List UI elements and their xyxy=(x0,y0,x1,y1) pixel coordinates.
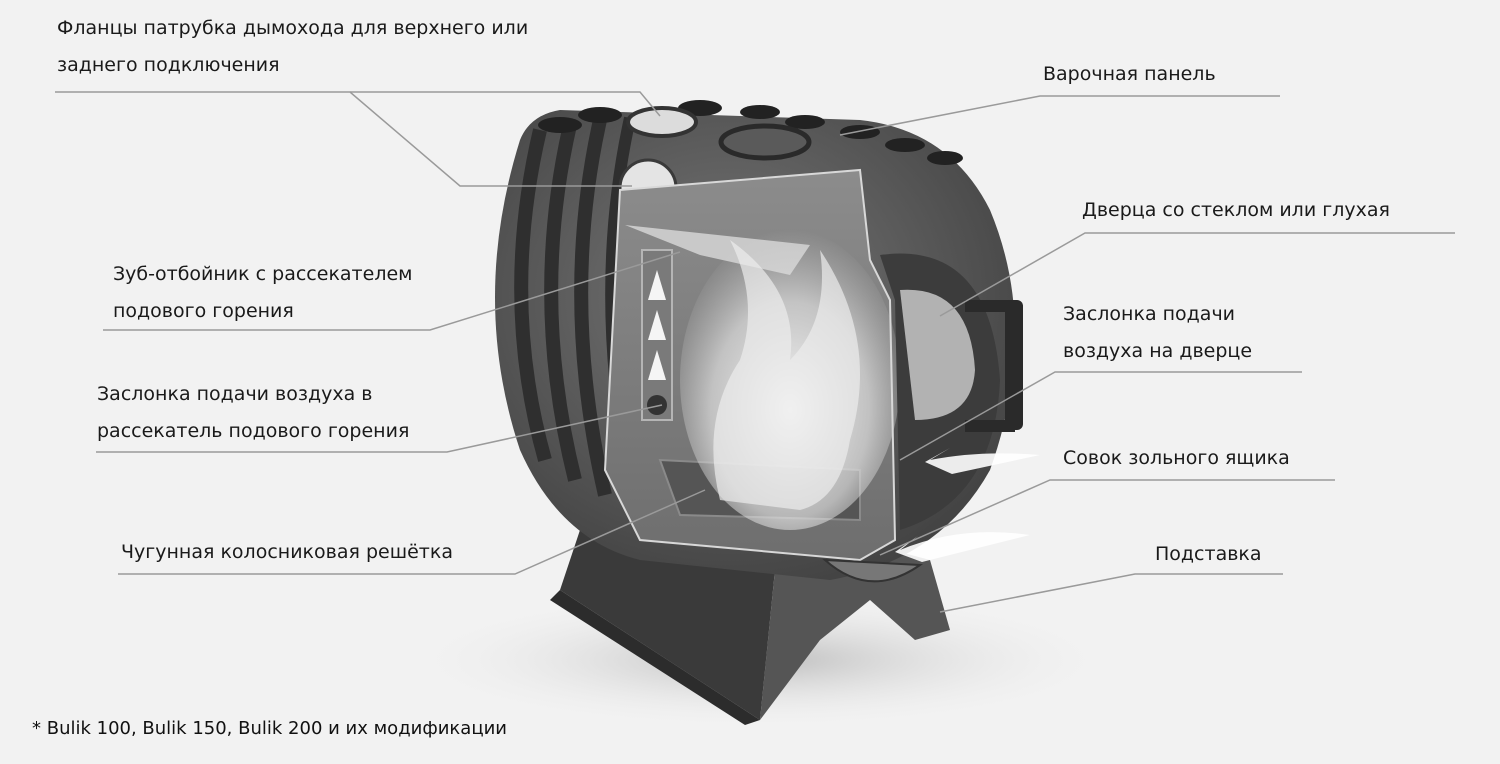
leader-flanges-top xyxy=(350,91,661,117)
leader-flanges xyxy=(55,91,632,187)
label-door: Дверца со стеклом или глухая xyxy=(1082,192,1390,229)
label-ash-scoop: Совок зольного ящика xyxy=(1063,440,1290,477)
air-flow-arrows xyxy=(895,448,1040,562)
leader-lines xyxy=(55,91,1455,613)
label-deflector-line2: подового горения xyxy=(113,300,294,322)
leader-deflector xyxy=(103,251,681,331)
label-deflector-damper: Заслонка подачи воздуха в рассекатель по… xyxy=(97,376,409,450)
combustion-chamber xyxy=(603,168,900,562)
label-door-damper-line2: воздуха на дверце xyxy=(1063,340,1253,362)
ash-scoop xyxy=(822,558,923,583)
leader-deflector-damper xyxy=(96,404,663,453)
footnote: * Bulik 100, Bulik 150, Bulik 200 и их м… xyxy=(32,718,507,739)
label-door-line1: Дверца со стеклом или глухая xyxy=(1082,199,1390,221)
leader-door-damper xyxy=(899,371,1302,461)
label-grate-line1: Чугунная колосниковая решётка xyxy=(121,541,453,563)
label-deflector-damper-line1: Заслонка подачи воздуха в xyxy=(97,383,373,405)
leader-stand xyxy=(939,573,1283,613)
label-ash-scoop-line1: Совок зольного ящика xyxy=(1063,447,1290,469)
label-cooktop: Варочная панель xyxy=(1043,56,1216,93)
label-grate: Чугунная колосниковая решётка xyxy=(121,534,453,571)
label-deflector-line1: Зуб-отбойник с рассекателем xyxy=(113,263,413,285)
label-door-damper: Заслонка подачи воздуха на дверце xyxy=(1063,296,1252,370)
label-flanges-line1: Фланцы патрубка дымохода для верхнего ил… xyxy=(57,17,529,39)
label-flanges: Фланцы патрубка дымохода для верхнего ил… xyxy=(57,10,528,84)
leader-grate xyxy=(118,489,706,575)
label-cooktop-line1: Варочная панель xyxy=(1043,63,1216,85)
label-flanges-line2: заднего подключения xyxy=(57,54,280,76)
label-stand: Подставка xyxy=(1155,536,1262,573)
label-door-damper-line1: Заслонка подачи xyxy=(1063,303,1236,325)
leader-ash-scoop xyxy=(879,479,1335,556)
label-stand-line1: Подставка xyxy=(1155,543,1262,565)
leader-door xyxy=(939,232,1455,317)
label-deflector: Зуб-отбойник с рассекателем подового гор… xyxy=(113,256,412,330)
leader-cooktop xyxy=(839,95,1280,136)
label-deflector-damper-line2: рассекатель подового горения xyxy=(97,420,410,442)
